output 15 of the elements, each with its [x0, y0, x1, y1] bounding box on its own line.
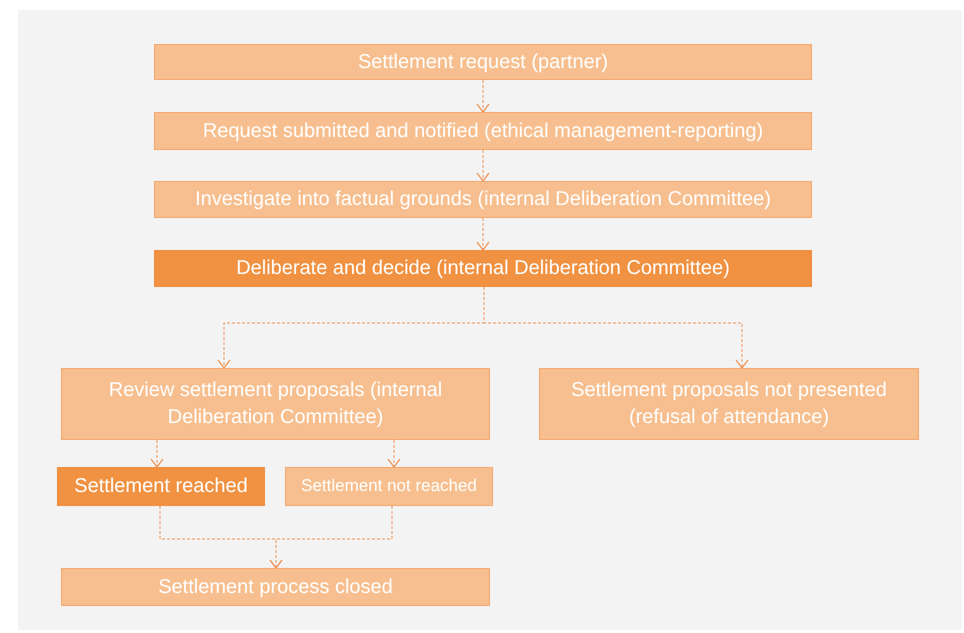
arrow [387, 440, 401, 468]
step-box: Settlement not reached [285, 467, 493, 506]
step-box: Request submitted and notified (ethical management-reporting) [154, 112, 812, 150]
step-box: Settlement process closed [61, 568, 490, 606]
arrow [476, 80, 490, 113]
arrow [269, 506, 392, 569]
arrow [150, 440, 164, 468]
highlighted-step-box: Settlement reached [57, 467, 265, 506]
step-box: Investigate into factual grounds (internal Deliberation Committee) [154, 181, 812, 218]
step-box: Settlement request (partner) [154, 44, 812, 80]
arrow [476, 150, 490, 182]
highlighted-step-box: Deliberate and decide (internal Deliberation Committee) [154, 250, 812, 287]
step-box: Settlement proposals not presented (refusal of attendance) [539, 368, 919, 440]
arrow [476, 218, 490, 251]
step-box: Review settlement proposals (internal Deliberation Committee) [61, 368, 490, 440]
